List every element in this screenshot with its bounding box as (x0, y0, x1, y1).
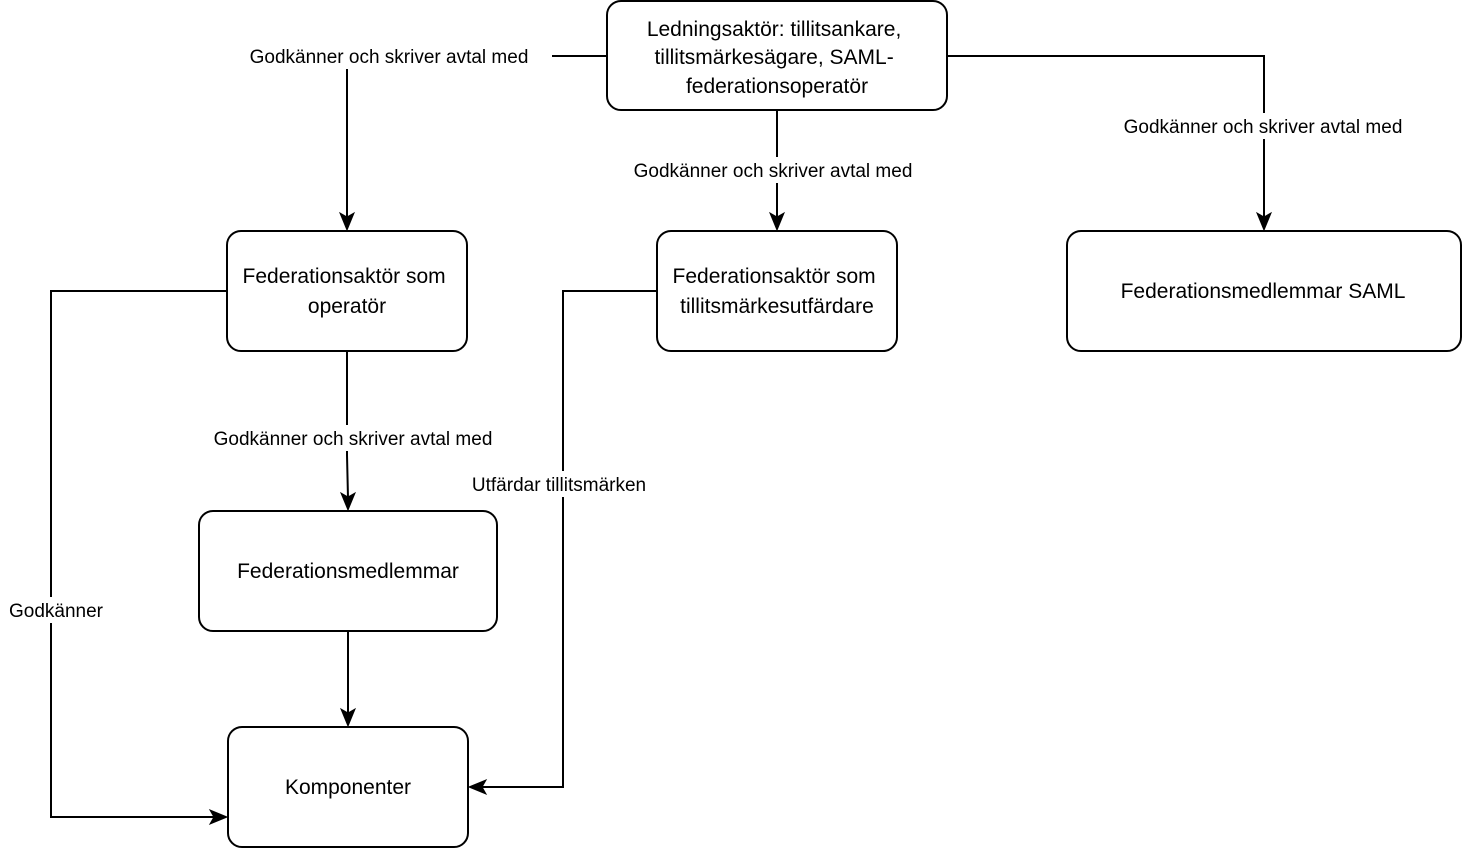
edge-label-operator-komponenter: Godkänner (9, 601, 104, 622)
edge-operator-to-medlemmar: Godkänner och skriver avtal med (188, 351, 518, 512)
node-operator-line-1: Federationsaktör som (243, 265, 446, 288)
svg-text:Komponenter: Komponenter (285, 776, 411, 799)
edge-label-lednings-utfardare: Godkänner och skriver avtal med (634, 161, 913, 182)
svg-text:Federationsmedlemmar: Federationsmedlemmar (237, 560, 459, 583)
edge-lednings-to-saml: Godkänner och skriver avtal med (947, 55, 1428, 232)
svg-text:Federationsaktör som ope: Federationsaktör som operatör (243, 265, 452, 318)
node-utfardare-line-2: tillitsmärkesutfärdare (680, 295, 874, 318)
edge-operator-to-komponenter: Godkänner (0, 290, 229, 826)
edge-medlemmar-to-komponenter (339, 631, 357, 728)
edge-label-utfardare-komponenter: Utfärdar tillitsmärken (472, 475, 646, 496)
svg-text:Federationsmedlemmar SAML: Federationsmedlemmar SAML (1121, 280, 1406, 303)
svg-text:Federationsaktör som til: Federationsaktör som tillitsmärkesutfärd… (673, 265, 882, 318)
node-operator-line-2: operatör (308, 295, 386, 318)
edge-utfardare-to-komponenter: Utfärdar tillitsmärken (455, 290, 663, 796)
node-saml-line-1: Federationsmedlemmar SAML (1121, 280, 1406, 303)
svg-text:Ledningsaktör: tillitsankare,: Ledningsaktör: tillitsankare, tillitsmär… (647, 18, 907, 98)
node-federationsmedlemmar-saml: Federationsmedlemmar SAML (1066, 230, 1462, 352)
node-medlemmar-line-1: Federationsmedlemmar (237, 560, 459, 583)
edge-label-lednings-operator: Godkänner och skriver avtal med (250, 47, 529, 68)
node-federationsaktor-utfardare: Federationsaktör som tillitsmärkesutfärd… (656, 230, 898, 352)
node-federationsmedlemmar: Federationsmedlemmar (198, 510, 498, 632)
edge-label-lednings-saml: Godkänner och skriver avtal med (1124, 117, 1403, 138)
node-federationsaktor-operator: Federationsaktör som operatör (226, 230, 468, 352)
edge-lednings-to-operator: Godkänner och skriver avtal med (224, 43, 607, 232)
node-ledningsaktor: Ledningsaktör: tillitsankare, tillitsmär… (606, 0, 948, 111)
node-komponenter-line-1: Komponenter (285, 776, 411, 799)
edge-lednings-to-utfardare: Godkänner och skriver avtal med (606, 110, 936, 232)
node-ledningsaktor-line-3: federationsoperatör (686, 75, 868, 98)
node-ledningsaktor-line-1: Ledningsaktör: tillitsankare, (647, 18, 901, 41)
edge-label-operator-medlemmar: Godkänner och skriver avtal med (214, 429, 493, 450)
node-komponenter: Komponenter (227, 726, 469, 848)
node-ledningsaktor-line-2: tillitsmärkesägare, SAML- (654, 46, 893, 69)
node-utfardare-line-1: Federationsaktör som (673, 265, 876, 288)
